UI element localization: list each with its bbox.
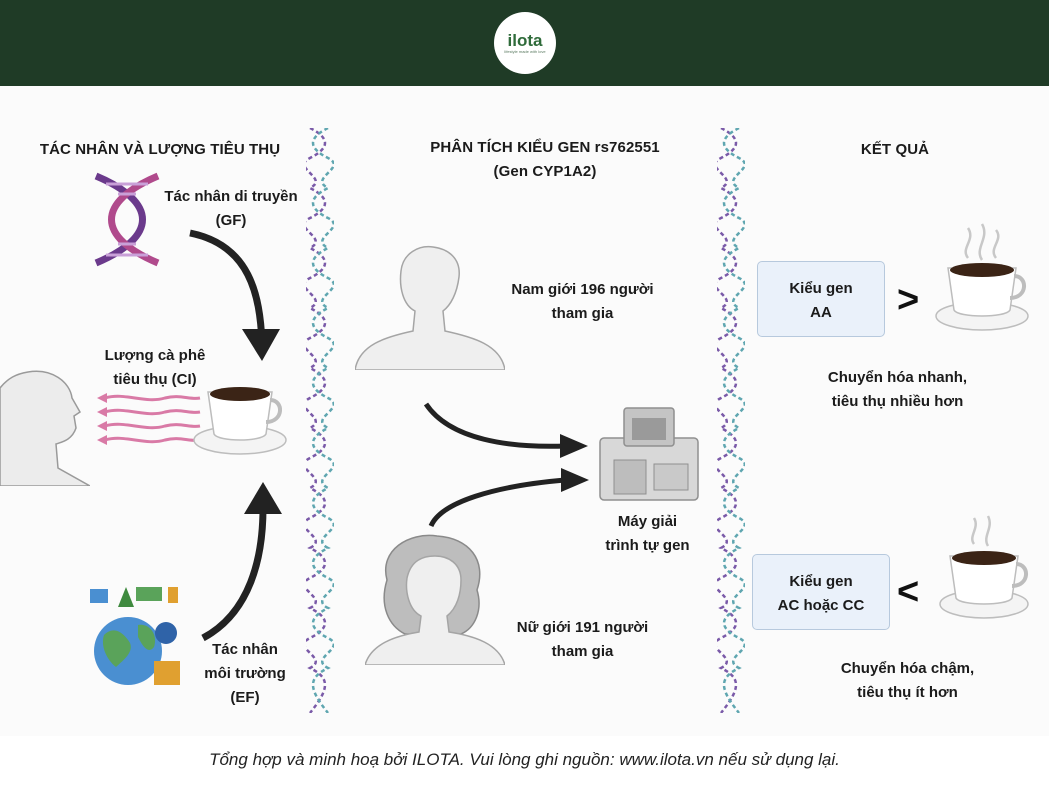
- male-participants-line2: tham gia: [551, 305, 614, 322]
- coffee-intake-label-line1: Lượng cà phê: [104, 347, 206, 364]
- coffee-intake-label-line2: tiêu thụ (CI): [113, 371, 197, 388]
- middle-column-title-line1: PHÂN TÍCH KIỂU GEN rs762551: [430, 139, 660, 156]
- sequencer-label-line1: Máy giải: [617, 513, 678, 530]
- aroma-waves-icon: [97, 393, 201, 445]
- source-credit-footer: Tổng hợp và minh hoạ bởi ILOTA. Vui lòng…: [209, 750, 840, 769]
- genotype-ac-cc-line2: AC hoặc CC: [777, 597, 865, 614]
- arrow-male-to-sequencer: [423, 402, 588, 458]
- arrow-genetic-to-coffee: [189, 229, 280, 361]
- genotype-ac-cc-box: Kiểu gen AC hoặc CC: [752, 554, 890, 630]
- fast-metabolism-line2: tiêu thụ nhiều hơn: [831, 393, 964, 410]
- arrow-female-to-sequencer: [428, 468, 589, 528]
- female-participants-line2: tham gia: [551, 643, 614, 660]
- coffee-cup-steaming-small-icon: [939, 515, 1029, 619]
- coffee-cup-steaming-large-icon: [935, 223, 1029, 331]
- dna-divider-right: [717, 128, 745, 713]
- genetic-factor-label-line2: (GF): [215, 212, 247, 229]
- slow-metabolism-line1: Chuyển hóa chậm,: [840, 660, 975, 677]
- genotype-ac-cc-line1: Kiểu gen: [789, 573, 853, 590]
- header-bar: ilota lifestyle made with love: [0, 0, 1049, 86]
- male-participants-line1: Nam giới 196 người: [511, 281, 654, 298]
- greater-than-symbol: >: [897, 279, 920, 321]
- gene-sequencer-icon: [599, 407, 699, 501]
- environment-factor-label-line1: Tác nhân: [212, 641, 278, 658]
- right-column-title: KẾT QUẢ: [860, 141, 930, 158]
- environment-factor-label-line3: (EF): [230, 689, 260, 706]
- ilota-logo[interactable]: ilota lifestyle made with love: [494, 12, 556, 74]
- female-participants-line1: Nữ giới 191 người: [516, 619, 649, 636]
- slow-metabolism-line2: tiêu thụ ít hơn: [857, 684, 958, 701]
- logo-tagline: lifestyle made with love: [504, 48, 546, 54]
- logo-text: ilota: [507, 30, 543, 50]
- environment-factor-label-line2: môi trường: [204, 665, 286, 682]
- left-column-title: TÁC NHÂN VÀ LƯỢNG TIÊU THỤ: [39, 141, 281, 158]
- male-bust-icon: [355, 245, 505, 370]
- sequencer-label-line2: trình tự gen: [605, 537, 690, 554]
- environment-globe-icon: [90, 587, 180, 685]
- arrow-environment-to-coffee: [201, 482, 282, 642]
- dna-divider-left: [306, 128, 334, 713]
- dna-helix-icon: [94, 172, 160, 267]
- person-profile-icon: [0, 370, 90, 486]
- genetic-factor-label-line1: Tác nhân di truyền: [164, 188, 298, 205]
- coffee-cup-icon: [193, 387, 287, 455]
- fast-metabolism-line1: Chuyển hóa nhanh,: [827, 369, 968, 386]
- genotype-aa-box: Kiểu gen AA: [757, 261, 885, 337]
- genotype-aa-line2: AA: [810, 304, 832, 321]
- middle-column-title-line2: (Gen CYP1A2): [493, 163, 597, 180]
- genotype-aa-line1: Kiểu gen: [789, 280, 853, 297]
- less-than-symbol: <: [897, 571, 920, 613]
- female-bust-icon: [365, 534, 505, 665]
